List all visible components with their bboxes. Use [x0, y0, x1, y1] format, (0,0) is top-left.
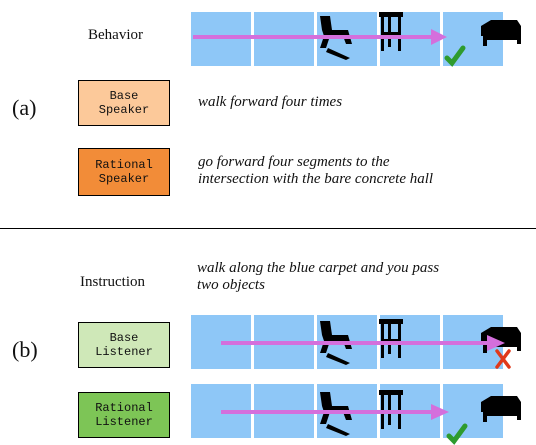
panel-a-letter: (a) [12, 95, 37, 120]
instruction-text: walk along the blue carpet and you pass … [197, 260, 439, 294]
behavior-label: Behavior [88, 27, 143, 43]
base-speaker-box: Base Speaker [78, 80, 170, 126]
checkmark-icon [446, 423, 468, 445]
rational-speaker-box: Rational Speaker [78, 148, 170, 196]
rational-speaker-utterance-line-1: go forward four segments to the [198, 154, 390, 170]
sofa-icon [481, 396, 521, 422]
checkmark-icon [444, 45, 466, 67]
behavior-strip [191, 12, 521, 67]
sofa-icon [481, 20, 521, 46]
cross-icon [495, 349, 511, 369]
route-arrow [221, 335, 505, 351]
panel-b-letter: (b) [12, 337, 38, 362]
base-listener-box: Base Listener [78, 322, 170, 368]
chair-icon [320, 392, 352, 436]
route-arrow [221, 404, 449, 420]
instruction-line-1: walk along the blue carpet and you pass [197, 260, 440, 276]
base-listener-strip [191, 315, 521, 369]
instruction-line-2: two objects [197, 277, 265, 293]
route-arrow [193, 29, 447, 45]
rational-listener-strip [191, 384, 521, 445]
rational-speaker-utterance-line-2: intersection with the bare concrete hall [198, 171, 434, 187]
panel-divider [0, 228, 536, 229]
rational-listener-box: Rational Listener [78, 392, 170, 438]
stool-icon [379, 390, 403, 429]
chair-icon [320, 16, 352, 60]
stool-icon [379, 319, 403, 358]
rational-speaker-utterance: go forward four segments to the intersec… [198, 154, 433, 188]
instruction-label: Instruction [80, 274, 145, 290]
stool-icon [379, 12, 403, 51]
base-speaker-utterance: walk forward four times [198, 94, 343, 110]
